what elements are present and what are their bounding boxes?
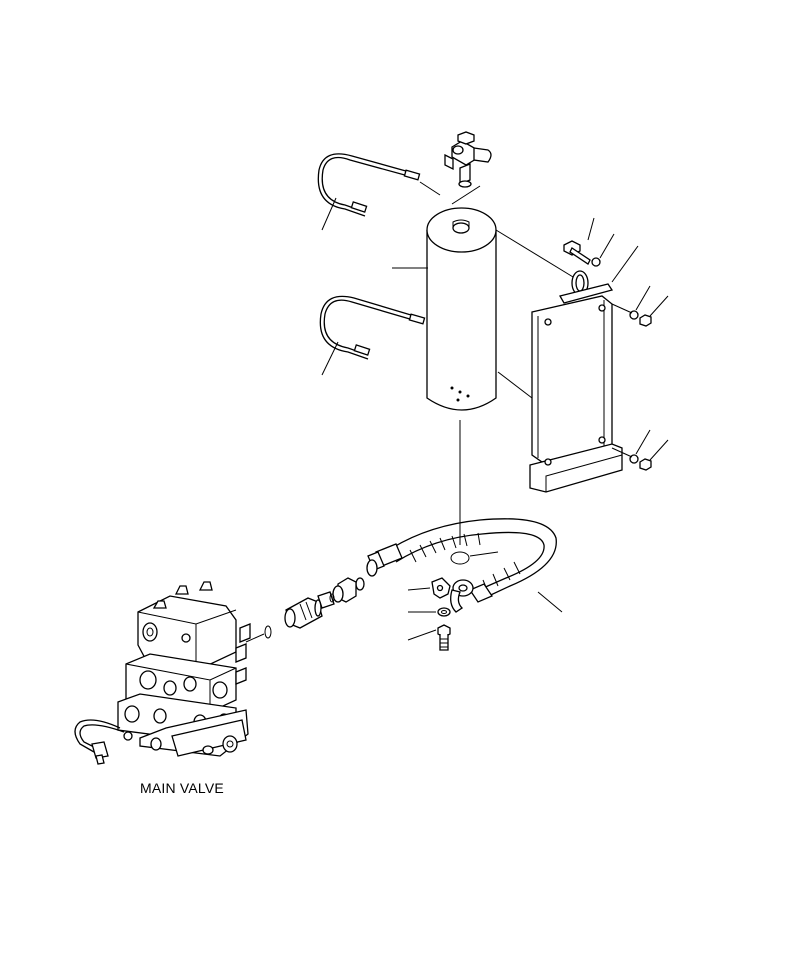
nut-icon [639,314,652,327]
lower-u-hose [319,295,426,360]
leader-nut-low [649,439,669,461]
axis-adapter [245,633,265,643]
mounting-bracket [529,270,623,493]
bolt-icon [437,624,451,651]
leader-oring [469,551,499,557]
main-valve-label: MAIN VALVE [140,780,224,796]
leader-lower-hose [321,341,339,376]
leader-upper-hose-b [321,197,337,231]
nut-icon [639,458,652,471]
upper-u-hose [317,153,421,217]
hose-adapter [284,597,323,629]
clamp-icon [431,577,451,599]
leader-washer-mid [635,285,651,311]
tee-valve-fitting [444,131,492,188]
leader-nut-mid [649,295,669,317]
leader-bolt-top [587,217,595,241]
leader-flex-hose [537,591,563,613]
leader-cylinder-bracket-b [497,371,533,399]
adapter-nipple [317,577,365,609]
elbow-fitting [450,589,464,613]
bracket-bolt-top [563,240,591,265]
axis-nut-bottom [611,447,633,458]
leader-bracket-top [611,245,639,283]
leader-washer-top [599,233,615,259]
flex-hose [366,518,557,603]
washer-icon [591,257,601,267]
leader-upper-hose-a [419,181,441,196]
oring-small [264,625,272,639]
leader-bolt [407,629,437,641]
leader-washer-low [635,429,651,455]
accumulator-cylinder [426,207,497,411]
leader-clamp [407,587,431,591]
washer-icon [437,607,451,617]
leader-fitting [451,185,481,205]
sensor-cable [74,719,125,765]
axis-nut-top [611,303,633,314]
port-oring [450,551,470,565]
leader-cylinder-bracket [495,229,579,281]
main-valve-assembly [117,581,251,757]
